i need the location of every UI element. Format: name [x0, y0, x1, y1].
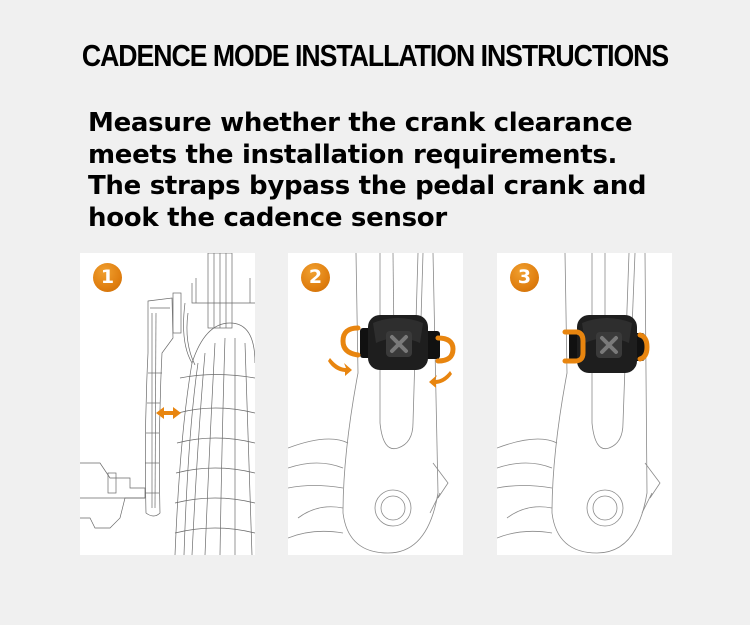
strap-wrapping-illustration — [288, 253, 456, 554]
instruction-line: Measure whether the crank clearance — [88, 108, 633, 138]
rotate-arrows-icon — [340, 325, 456, 364]
step-1-panel: 1 — [80, 253, 255, 555]
step-number-badge: 1 — [93, 263, 122, 292]
page-title: CADENCE MODE INSTALLATION INSTRUCTIONS — [81, 38, 669, 73]
step-number-badge: 3 — [510, 263, 539, 292]
instruction-line: The straps bypass the pedal crank and — [88, 171, 647, 201]
instruction-text: Measure whether the crank clearance meet… — [88, 108, 728, 234]
step-number-badge: 2 — [301, 263, 330, 292]
instruction-line: hook the cadence sensor — [88, 202, 447, 233]
step-2-panel: 2 — [288, 253, 463, 555]
strap-hooked-icon — [562, 329, 650, 364]
crank-wireframe-illustration — [80, 253, 255, 555]
cadence-sensor-icon — [569, 315, 645, 373]
step-3-panel: 3 — [497, 253, 672, 555]
double-arrow-icon — [156, 407, 181, 419]
instruction-line: meets the installation requirements. — [88, 139, 618, 170]
sensor-hooked-illustration — [497, 253, 661, 554]
cadence-sensor-icon — [360, 315, 440, 370]
